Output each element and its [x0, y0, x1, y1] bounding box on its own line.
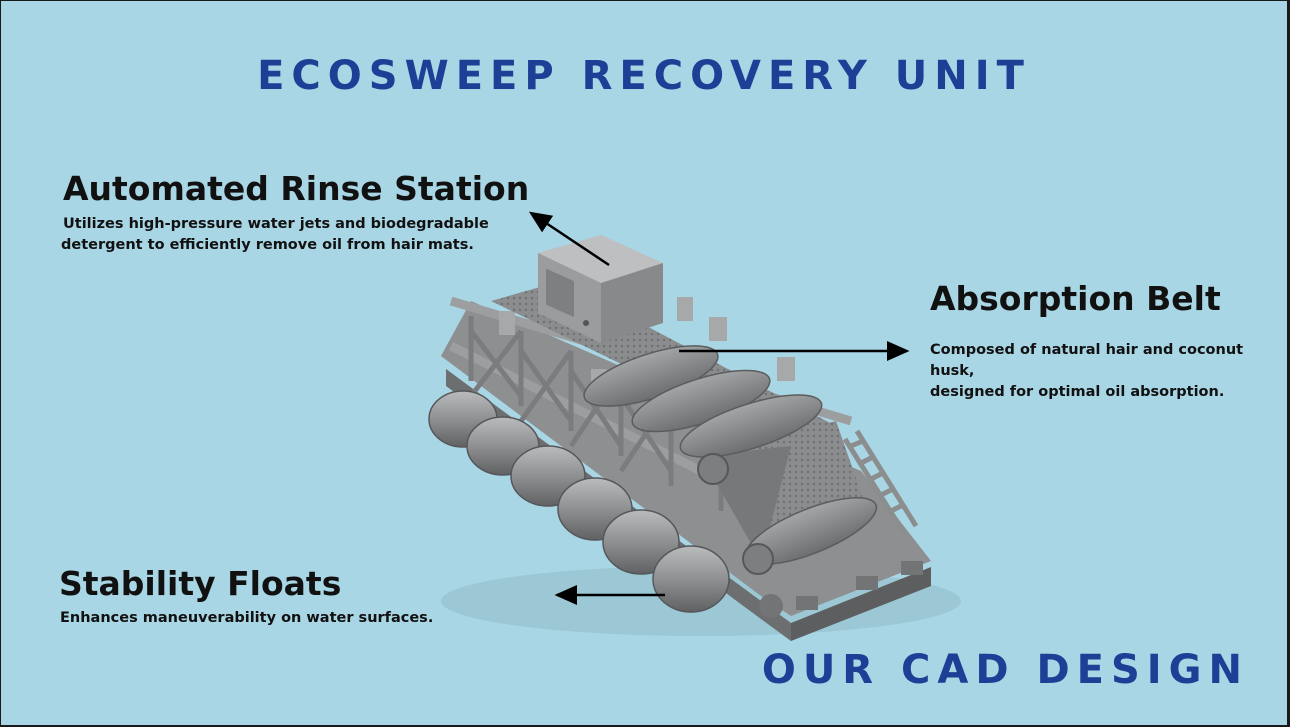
footer-caption: OUR CAD DESIGN	[761, 647, 1249, 693]
stability-floats	[428, 390, 730, 613]
hull-detail	[759, 561, 923, 618]
rinse-station-heading: Automated Rinse Station	[63, 169, 530, 208]
rinse-description-line-2: detergent to efficiently remove oil from…	[61, 237, 474, 253]
rinse-station-description: Utilizes high-pressure water jets and bi…	[61, 214, 489, 256]
rinse-description-line-1: Utilizes high-pressure water jets and bi…	[63, 216, 489, 232]
stability-floats-heading: Stability Floats	[59, 564, 342, 603]
belt-description-line-2: designed for optimal oil absorption.	[930, 384, 1225, 400]
stability-floats-description: Enhances maneuverability on water surfac…	[60, 608, 433, 629]
floats-description-line-1: Enhances maneuverability on water surfac…	[60, 610, 434, 626]
slide-title: ECOSWEEP RECOVERY UNIT	[257, 53, 1031, 99]
absorption-belt-heading: Absorption Belt	[930, 279, 1221, 318]
absorption-belt-description: Composed of natural hair and coconut hus…	[930, 340, 1287, 403]
rinse-station-arrow	[528, 211, 610, 267]
belt-description-line-1: Composed of natural hair and coconut hus…	[930, 342, 1244, 379]
